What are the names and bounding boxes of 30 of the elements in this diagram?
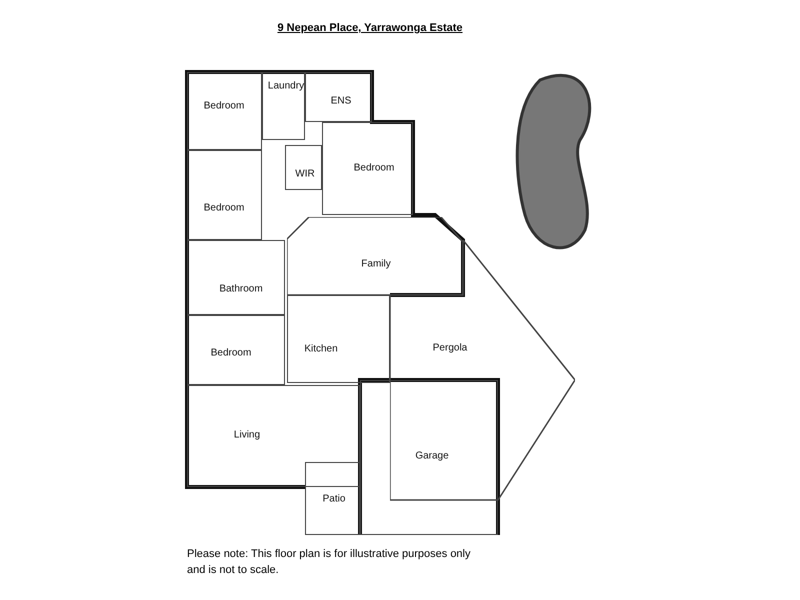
room (187, 72, 262, 150)
room (305, 462, 360, 535)
room (287, 295, 390, 383)
room-label: Bedroom (210, 348, 252, 358)
room-label: Laundry (268, 80, 304, 92)
pergola-area (390, 240, 575, 502)
room (187, 315, 285, 385)
room-label: Bathroom (219, 284, 263, 294)
room-label: Family (361, 258, 391, 270)
room-label: Patio (322, 494, 346, 504)
room (322, 122, 413, 215)
room-label: Bedroom (354, 162, 394, 174)
family-room (287, 217, 463, 295)
room-label: ENS (330, 96, 352, 106)
plan-title: 9 Nepean Place, Yarrawonga Estate (276, 22, 464, 34)
room-label: Bedroom (204, 202, 244, 214)
room (187, 240, 285, 315)
room-label: Pergola (432, 342, 468, 354)
room-label: Garage (415, 450, 449, 462)
disclaimer-note: Please note: This floor plan is for illustrative purposes only and is not to scale. (187, 547, 472, 578)
room-label: Kitchen (304, 344, 338, 354)
room (285, 145, 322, 190)
room (360, 380, 498, 535)
room (187, 385, 360, 487)
room-label: Bedroom (204, 100, 244, 112)
room (262, 72, 305, 140)
room (305, 72, 372, 122)
room-label: WIR (295, 168, 315, 180)
room-label: Living (234, 430, 260, 440)
room (187, 150, 262, 240)
